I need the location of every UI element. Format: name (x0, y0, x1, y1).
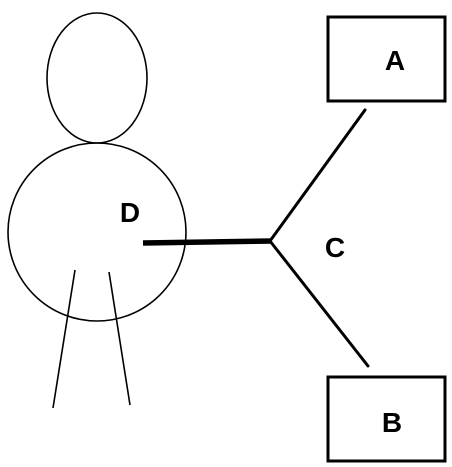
person-right-leg (108, 271, 131, 406)
box-b-label: B (382, 407, 402, 438)
box-b-frame (326, 375, 447, 463)
person-body (7, 142, 187, 322)
person-label-d: D (120, 197, 140, 228)
connector-to-b (268, 239, 370, 368)
box-b: B (326, 375, 447, 463)
connector-to-person (142, 238, 273, 246)
box-a: A (326, 15, 447, 103)
person-head (46, 12, 148, 144)
junction-label-c: C (325, 232, 345, 263)
box-a-frame (326, 15, 447, 103)
person-left-leg (52, 269, 76, 409)
connector-to-a (268, 108, 367, 243)
connector (142, 108, 370, 368)
person-figure (7, 12, 187, 409)
box-a-label: A (385, 45, 405, 76)
